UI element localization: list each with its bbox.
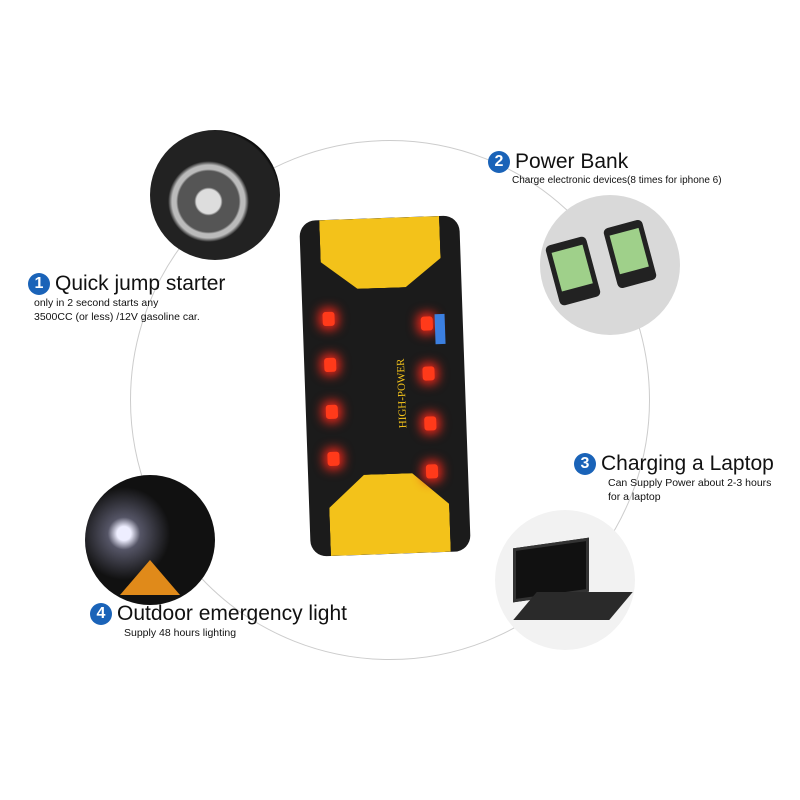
- jump-starter-device: HIGH-POWER: [299, 215, 471, 557]
- laptop-photo: [495, 510, 635, 650]
- lcd-display: [434, 313, 446, 345]
- number-badge: 1: [28, 273, 50, 295]
- feature-desc: Supply 48 hours lighting: [124, 627, 237, 639]
- feature-desc: for a laptop: [608, 491, 661, 503]
- speedometer-photo: [150, 130, 280, 260]
- number-badge: 3: [574, 453, 596, 475]
- number-badge: 4: [90, 603, 112, 625]
- phones-photo: [540, 195, 680, 335]
- feature-desc: Can Supply Power about 2-3 hours: [608, 477, 772, 489]
- number-badge: 2: [488, 151, 510, 173]
- device-brand: HIGH-POWER: [394, 358, 410, 429]
- feature-title: Quick jump starter: [55, 272, 226, 295]
- feature-title: Power Bank: [515, 150, 629, 173]
- feature-title: Outdoor emergency light: [117, 602, 347, 625]
- feature-title: Charging a Laptop: [601, 452, 774, 475]
- feature-ring: [130, 140, 650, 660]
- feature-desc: Charge electronic devices(8 times for ip…: [512, 175, 722, 186]
- flashlight-camping-photo: [85, 475, 215, 605]
- feature-desc: only in 2 second starts any: [34, 297, 159, 309]
- feature-desc: 3500CC (or less) /12V gasoline car.: [34, 311, 200, 323]
